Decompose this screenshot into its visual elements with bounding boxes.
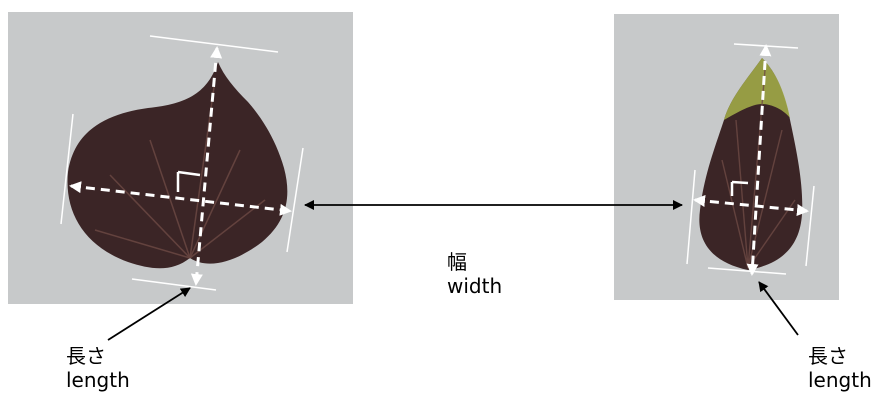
width-label: 幅 width	[447, 250, 502, 298]
left-length-label-en: length	[66, 368, 130, 392]
left-left-tangent	[60, 113, 74, 225]
width-label-en: width	[447, 274, 503, 298]
right-left-tangent	[686, 169, 696, 265]
left-length-pointer-arrow	[107, 287, 191, 341]
left-leaf-shape	[67, 62, 288, 269]
left-leaf-photo	[8, 12, 353, 304]
right-width-dashed-arrow	[693, 195, 809, 216]
right-length-label-jp: 長さ	[808, 344, 848, 368]
right-length-label-en: length	[808, 368, 872, 392]
right-leaf-photo	[614, 14, 839, 300]
left-right-tangent	[286, 147, 304, 253]
left-width-dashed-arrow	[69, 181, 292, 216]
right-right-tangent	[805, 185, 815, 267]
right-length-dashed-arrow	[746, 44, 772, 276]
right-right-angle-mark	[730, 180, 749, 196]
right-length-pointer-arrow	[758, 281, 799, 336]
left-bottom-tangent	[131, 278, 217, 291]
width-label-jp: 幅	[447, 250, 467, 274]
right-length-label: 長さ length	[808, 344, 872, 392]
left-top-tangent	[149, 35, 279, 53]
left-length-label-jp: 長さ	[66, 344, 106, 368]
left-length-label: 長さ length	[66, 344, 130, 392]
left-length-dashed-arrow	[190, 46, 223, 286]
left-right-angle-mark	[176, 170, 201, 192]
